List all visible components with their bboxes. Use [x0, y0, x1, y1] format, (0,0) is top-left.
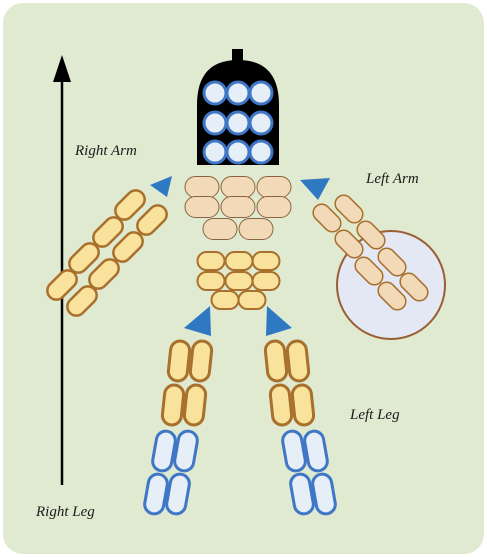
- helmet-cell: [227, 112, 249, 134]
- torso-cell: [257, 177, 291, 198]
- leg-cell: [286, 340, 309, 382]
- leg-cell: [189, 340, 212, 382]
- hip-cell: [253, 272, 280, 290]
- helmet-cell: [250, 112, 272, 134]
- left-arm-label: Left Arm: [365, 171, 419, 187]
- hip-cell: [212, 291, 239, 309]
- leg-cell: [291, 384, 314, 426]
- hip-cell: [198, 272, 225, 290]
- right-leg-label: Right Leg: [35, 504, 95, 520]
- torso-cell: [221, 177, 255, 198]
- helmet-cell: [204, 112, 226, 134]
- hip-cell: [198, 252, 225, 270]
- helmet-face-cells: [204, 82, 272, 163]
- right-arm-label: Right Arm: [74, 143, 137, 159]
- left-leg-label: Left Leg: [349, 407, 400, 423]
- torso-cell: [239, 219, 273, 240]
- leg-cell: [183, 384, 206, 426]
- leg-cell: [161, 384, 184, 426]
- hip-cell: [226, 252, 253, 270]
- torso-cell: [185, 197, 219, 218]
- leg-cell: [269, 384, 292, 426]
- torso-cell: [185, 177, 219, 198]
- helmet-cell: [227, 141, 249, 163]
- hip-cell: [253, 252, 280, 270]
- torso-cell: [257, 197, 291, 218]
- helmet-cell: [227, 82, 249, 104]
- helmet-cell: [250, 82, 272, 104]
- torso-cell: [203, 219, 237, 240]
- leg-cell: [264, 340, 287, 382]
- helmet-cell: [250, 141, 272, 163]
- hip-cell: [226, 272, 253, 290]
- helmet-cell: [204, 82, 226, 104]
- leg-cell: [167, 340, 190, 382]
- torso-cell: [221, 197, 255, 218]
- hip-cell: [239, 291, 266, 309]
- helmet-cell: [204, 141, 226, 163]
